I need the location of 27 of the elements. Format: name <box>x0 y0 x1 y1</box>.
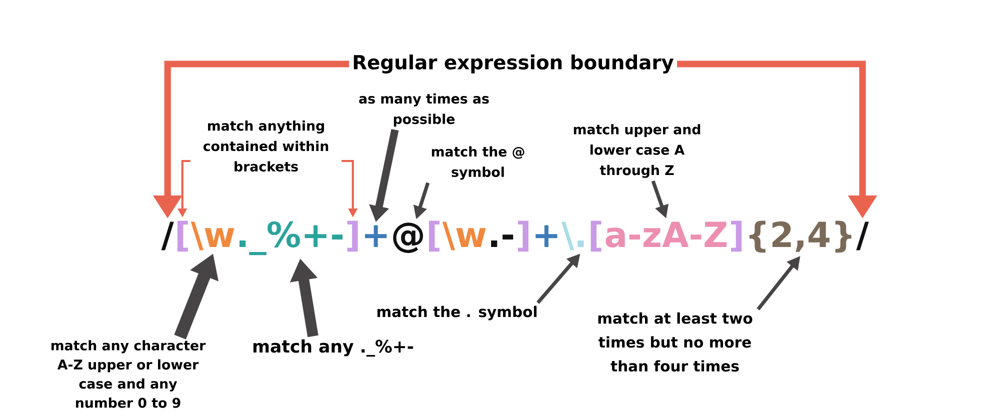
regex-text: + <box>536 225 558 247</box>
annotation-text: match any character A-Z upper or lower case and any number 0 to 9 <box>51 340 206 408</box>
regex-text: \w <box>442 222 486 250</box>
regex-text: [ <box>590 220 602 252</box>
annotation-text: match the . symbol <box>377 306 537 320</box>
regex-text: \w <box>190 222 234 250</box>
regex-text: @ <box>393 222 424 254</box>
regex-text: ._%+- <box>240 221 343 256</box>
regex-text: {2,4} <box>749 220 852 253</box>
regex-text: \. <box>562 222 584 250</box>
regex-text: [ <box>429 220 440 252</box>
regex-text: ] <box>347 220 358 252</box>
annotation-text: match anything contained within brackets <box>203 120 328 172</box>
heading-text: Regular expression boundary <box>354 54 674 74</box>
regex-text: a-zA-Z <box>606 222 727 248</box>
annotation-text: match any ._%+- <box>253 339 414 357</box>
annotation-text: match the @ symbol <box>432 146 524 180</box>
regex-text: [ <box>177 220 188 252</box>
regex-text: .- <box>491 234 514 247</box>
regex-text: / <box>856 222 869 250</box>
regex-text: / <box>161 222 174 250</box>
annotation-text: match upper and lower case A through Z <box>574 124 700 178</box>
regex-text: + <box>365 225 387 247</box>
annotation-text: match at least two times but no more than four times <box>598 312 752 372</box>
annotation-text: as many times as possible <box>359 93 489 127</box>
regex-text: ] <box>731 220 742 252</box>
regex-text: ] <box>518 220 528 252</box>
